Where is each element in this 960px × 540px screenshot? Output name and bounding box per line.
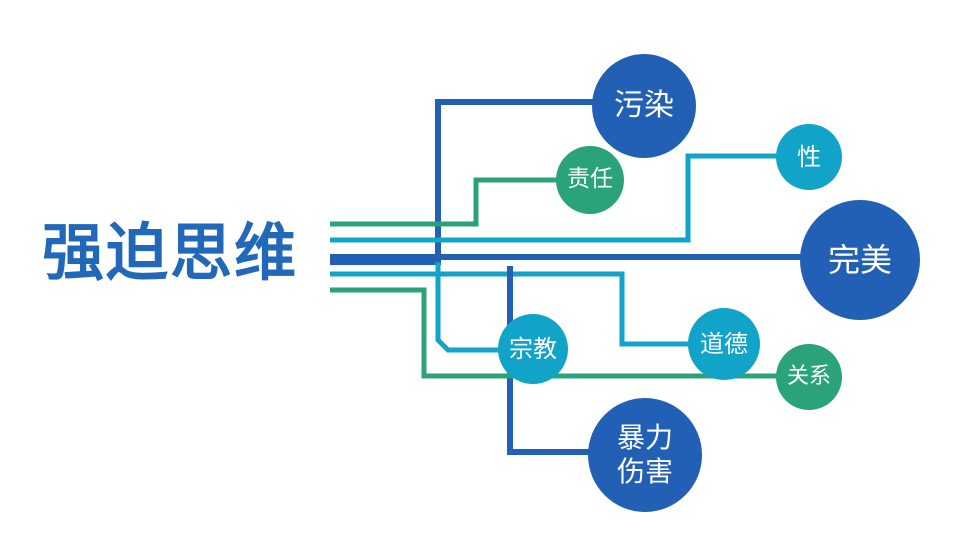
line-zongjiao	[435, 262, 530, 353]
node-xing: 性	[776, 124, 842, 190]
node-daode: 道德	[688, 308, 760, 380]
line-guanxi	[330, 287, 808, 379]
node-zongjiao: 宗教	[498, 314, 568, 384]
line-xing	[330, 153, 808, 243]
line-wuran	[330, 99, 640, 265]
line-zeren	[330, 177, 588, 227]
diagram-title: 强迫思维	[42, 216, 299, 289]
node-guanxi: 关系	[776, 344, 842, 410]
node-baoli: 暴力 伤害	[588, 398, 702, 512]
node-wanmei: 完美	[800, 200, 920, 320]
node-wuran: 污染	[592, 54, 696, 158]
line-daode	[330, 271, 722, 347]
node-zeren: 责任	[556, 146, 624, 214]
